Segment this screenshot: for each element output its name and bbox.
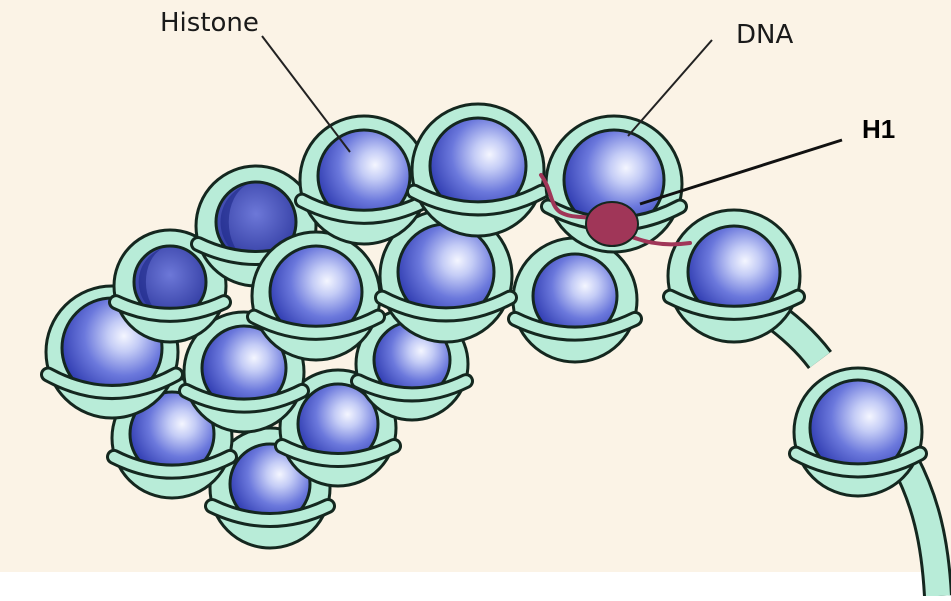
background-bottom-strip (0, 572, 951, 596)
histone-label: Histone (160, 8, 259, 38)
dna-label: DNA (736, 20, 793, 50)
nucleosome-icon (412, 104, 544, 236)
h1-icon (586, 202, 638, 246)
h1-label: H1 (862, 114, 895, 145)
nucleosome-icon (252, 232, 380, 360)
nucleosome-icon (668, 210, 800, 342)
nucleosome-icon (513, 238, 637, 362)
nucleosome-icon (300, 116, 428, 244)
nucleosome-icon (794, 368, 922, 496)
